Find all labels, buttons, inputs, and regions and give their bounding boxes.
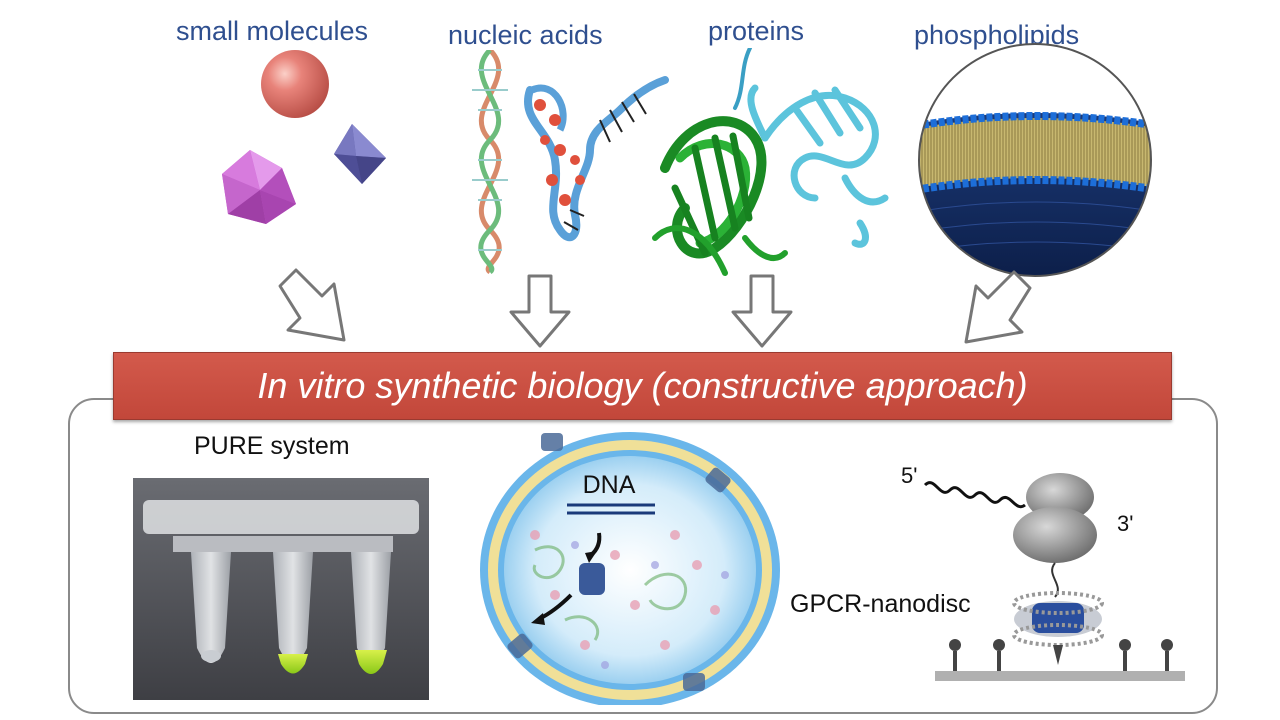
ribosome <box>1013 473 1097 563</box>
arrow-down-phospholipids-icon <box>964 270 1032 344</box>
surface-anchors <box>949 639 1173 671</box>
membrane-transporter <box>579 563 605 595</box>
pure-system-label: PURE system <box>194 432 350 460</box>
dna-strand <box>567 503 655 515</box>
tube-3 <box>351 552 391 674</box>
three-prime-label: 3' <box>1117 511 1133 536</box>
tube-1 <box>191 552 231 663</box>
small-molecules-illustration <box>222 50 386 224</box>
gpcr-nanodisc-label: GPCR-nanodisc <box>790 590 971 618</box>
icosahedron-molecule <box>222 150 296 224</box>
nucleic-acids-illustration <box>472 50 669 275</box>
arrow-down-small-molecules-icon <box>278 268 346 342</box>
trna-ribbon <box>524 76 669 242</box>
synthetic-biology-banner: In vitro synthetic biology (constructive… <box>113 352 1172 420</box>
category-label-proteins: proteins <box>708 16 805 46</box>
dna-label: DNA <box>583 471 636 499</box>
ribosome-dots <box>530 530 720 650</box>
phospholipid-bilayer-illustration <box>918 43 1152 277</box>
banner-title: In vitro synthetic biology (constructive… <box>257 365 1028 406</box>
five-prime-label: 5' <box>901 463 917 488</box>
pure-system-tubes-photo <box>133 478 429 700</box>
protein-ribbons <box>532 545 688 641</box>
category-label-small-molecules: small molecules <box>176 16 369 46</box>
mrna-strand <box>923 481 1026 509</box>
proteins-illustration <box>652 48 889 276</box>
tube-2 <box>273 552 313 674</box>
solid-surface <box>935 671 1185 681</box>
liposome-cell-illustration: DNA <box>480 432 780 705</box>
dna-double-helix <box>472 50 508 275</box>
membrane-proteins <box>507 433 731 691</box>
arrow-down-proteins-icon <box>731 274 793 348</box>
cyan-protein-domain <box>747 84 889 248</box>
octahedron-molecule <box>334 124 386 184</box>
green-beta-barrel-protein <box>652 48 788 276</box>
sphere-molecule <box>261 50 329 118</box>
tube-strip-caps <box>143 500 419 534</box>
gpcr-nanodisc-illustration: 5' 3' <box>901 463 1185 681</box>
category-label-nucleic-acids: nucleic acids <box>448 20 603 50</box>
nanodisc <box>1012 591 1104 647</box>
arrow-down-nucleic-acids-icon <box>509 274 571 348</box>
